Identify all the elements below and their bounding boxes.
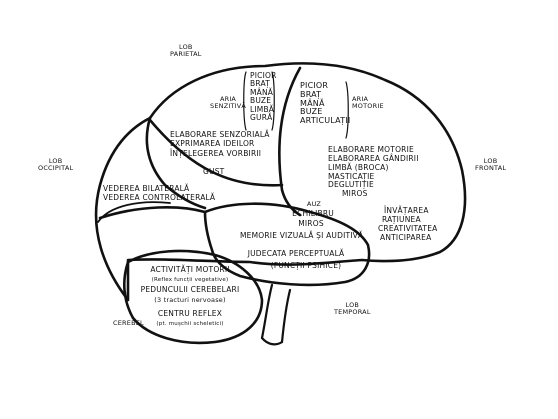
brain-stem-bottom [260,336,284,346]
occipital-function: VEDEREA BILATERALĂ [103,184,190,193]
motor-part: BRAȚ [300,89,322,99]
label-judecata: JUDECATA PERCEPTUALĂ [247,249,345,258]
lob-frontal-word: LOB [483,157,498,165]
label-lob-parietal: LOB PARIETAL [170,43,202,59]
sensory-part: LIMBĂ [250,104,275,114]
frontal-higher-function: RAȚIUNEA [382,215,421,224]
lob-frontal-name: FRONTAL [475,164,507,173]
lob-occipital-word: LOB [48,157,63,165]
label-lob-occipital: LOB OCCIPITAL [38,157,74,173]
label-centru-note: (pt. mușchii scheletici) [156,321,224,327]
lob-parietal-word: LOB [179,43,193,51]
label-auz: AUZ [306,200,322,208]
occipital-functions: VEDEREA BILATERALĂ VEDEREA CONTROLATERAL… [103,184,215,203]
sensory-part: GURĂ [250,112,273,122]
parietal-occipital-sulcus [145,116,207,210]
lob-temporal-name: TEMPORAL [334,308,371,317]
label-lob-frontal: LOB FRONTAL [475,157,507,173]
brain-stem-back [280,288,292,344]
central-sulcus [278,66,302,217]
temporal-lobe-outline [203,202,371,287]
lob-parietal-name: PARIETAL [170,50,202,59]
occipital-function: VEDEREA CONTROLATERALĂ [103,193,216,203]
motor-part: BUZE [300,107,323,117]
lateral-sulcus [98,206,207,220]
label-activitati-motorii: ACTIVITĂȚI MOTORII [150,265,230,274]
lob-occipital-name: OCCIPITAL [38,164,74,173]
sensory-bracket-right [271,71,275,131]
label-pedunculii: PEDUNCULII CEREBELARI [140,285,240,294]
aria-senzitiva-word: ARIA [219,95,237,103]
parietal-function: ELABORARE SENZORIALĂ [170,130,270,139]
sensory-part: BUZE [250,96,272,106]
label-memorie: MEMORIE VIZUALĂ ȘI AUDITIVĂ [240,231,364,240]
frontal-function: MIROS [342,189,368,199]
parietal-function: ÎNȚELEGEREA VORBIRII [170,148,262,158]
frontal-function: DEGLUTIȚIE [328,180,374,190]
aria-motorie-word: ARIA [352,95,369,103]
motor-bracket-right [345,81,349,139]
frontal-higher-function: ÎNVĂȚAREA [384,206,429,215]
lob-temporal-word: LOB [345,301,360,309]
frontal-function: LIMBĂ (BROCA) [328,162,389,172]
sensory-part: MÂNĂ [250,87,274,97]
label-gust: GUST [203,167,225,176]
cerebrum-outline [94,62,467,302]
brain-stem-front [260,283,274,340]
frontal-higher-functions: ÎNVĂȚAREA RAȚIUNEA CREATIVITATEA ANTICIP… [378,206,437,242]
motor-part: MÂNĂ [300,98,325,108]
aria-senzitiva-name: SENZITIVĂ [210,102,247,111]
label-functii-psihice: (FUNCȚII PSIHICE) [270,261,342,270]
frontal-functions: ELABORARE MOTORIE ELABORAREA GÂNDIRII LI… [328,145,419,199]
label-centru-reflex: CENTRU REFLEX [157,309,223,318]
label-activitati-note: (Reflex funcții vegetative) [151,277,229,283]
frontal-function: ELABORAREA GÂNDIRII [328,153,419,163]
label-lob-temporal: LOB TEMPORAL [334,301,371,317]
label-aria-motorie: ARIA MOTORIE [352,95,384,111]
label-miros-temporal: MIROS [298,219,324,228]
parietal-function: EXPRIMAREA IDEILOR [170,139,255,149]
aria-motorie-name: MOTORIE [352,102,384,111]
cerebellum-outline [123,249,264,345]
parietal-lower-sulcus [148,118,284,187]
sensory-bracket-left [243,71,247,131]
label-aria-senzitiva: ARIA SENZITIVĂ [210,95,247,111]
frontal-higher-function: CREATIVITATEA [378,224,438,233]
label-cerebel: CEREBEL [113,319,144,327]
sensory-body-parts: PICIOR BRAȚ MÂNĂ BUZE LIMBĂ GURĂ [250,71,277,122]
motor-part: PICIOR [300,81,329,90]
parietal-functions: ELABORARE SENZORIALĂ EXPRIMAREA IDEILOR … [170,130,270,158]
label-echilibru: ECHILIBRU [292,209,334,218]
frontal-function: MASTICAȚIE [328,171,375,181]
occipital-inner-curve [97,201,171,223]
motor-body-parts: PICIOR BRAȚ MÂNĂ BUZE ARTICULAȚII [300,81,351,126]
label-tracturi: (3 tracturi nervoase) [154,296,226,304]
frontal-higher-function: ANTICIPAREA [380,233,432,242]
sensory-part: PICIOR [250,71,277,80]
sensory-part: BRAȚ [250,79,270,89]
motor-part: ARTICULAȚII [300,116,351,126]
frontal-function: ELABORARE MOTORIE [328,145,414,154]
